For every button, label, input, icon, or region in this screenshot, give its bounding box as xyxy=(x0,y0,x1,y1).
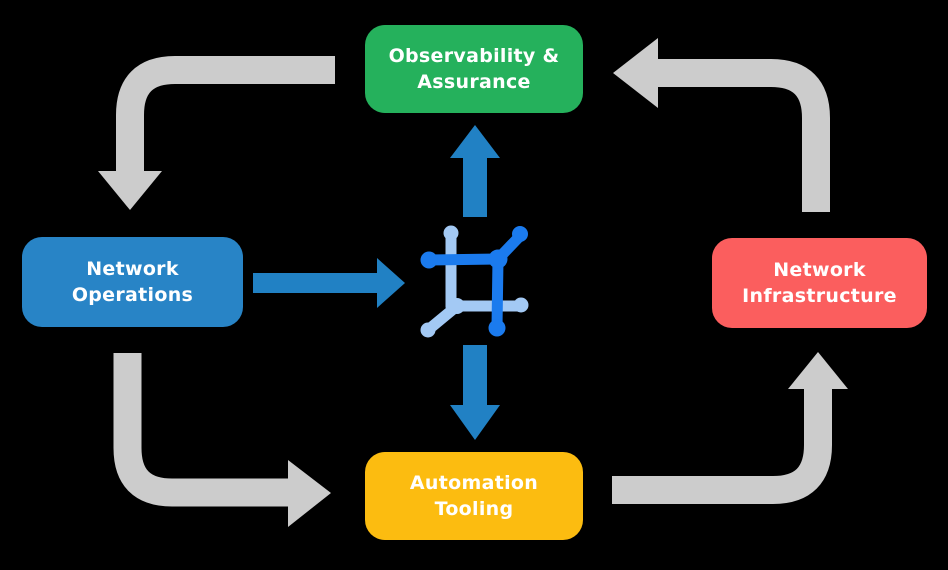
node-infrastructure-label-line2: Infrastructure xyxy=(742,285,897,307)
node-automation: Automation Tooling xyxy=(365,452,583,540)
node-observability-label-line2: Assurance xyxy=(417,71,531,93)
node-automation-label-line1: Automation xyxy=(409,472,539,494)
network-mesh-icon xyxy=(420,225,529,338)
node-infrastructure-label-line1: Network xyxy=(773,259,866,281)
arrow-center-to-observability xyxy=(450,125,500,217)
node-operations-label-line1: Network xyxy=(86,258,179,280)
node-operations: Network Operations xyxy=(22,237,243,327)
node-infrastructure: Network Infrastructure xyxy=(712,238,927,328)
arrow-observability-to-operations xyxy=(98,56,335,210)
arrow-center-to-automation xyxy=(450,345,500,440)
arrow-infrastructure-to-observability xyxy=(613,38,830,212)
node-observability: Observability & Assurance xyxy=(365,25,583,113)
arrow-operations-to-automation xyxy=(113,353,331,527)
arrow-automation-to-infrastructure xyxy=(612,352,848,504)
node-observability-label-line1: Observability & xyxy=(388,45,560,67)
node-automation-label-line2: Tooling xyxy=(434,498,514,520)
arrow-operations-to-center xyxy=(253,258,405,308)
node-operations-label-line2: Operations xyxy=(71,284,194,306)
